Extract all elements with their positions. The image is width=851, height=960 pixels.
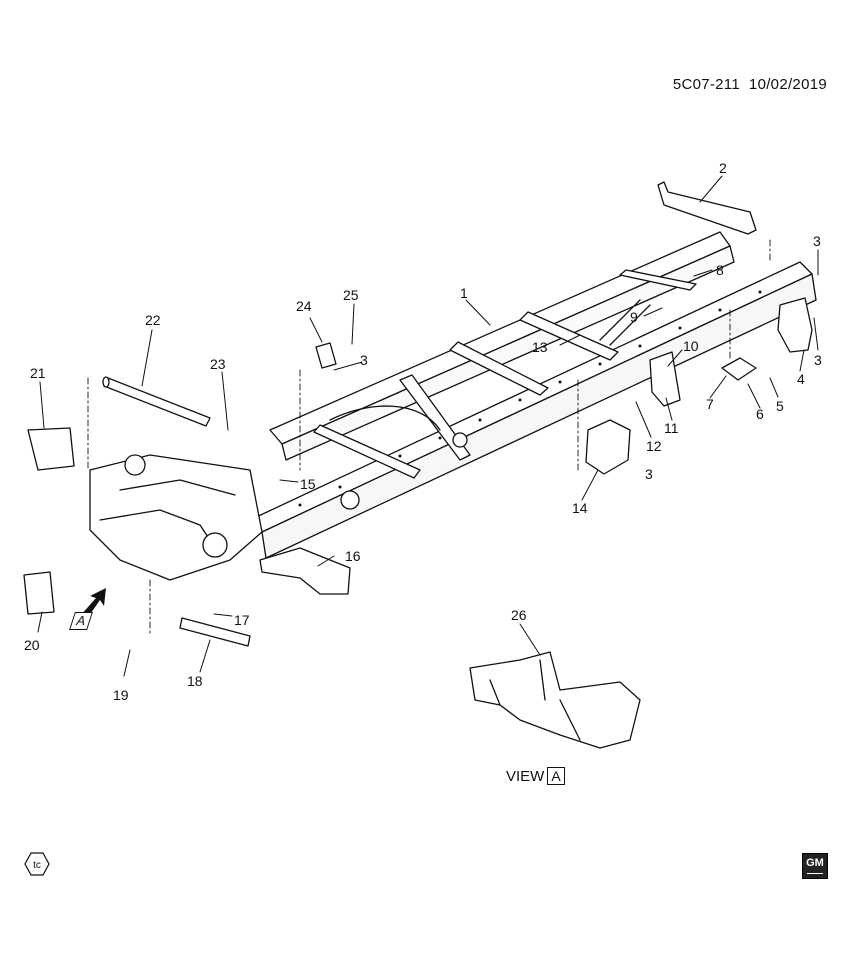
callout-2: 2 (719, 160, 727, 176)
document-id: 5C07-211 10/02/2019 (673, 76, 827, 93)
callout-3: 3 (813, 233, 821, 249)
callout-16: 16 (345, 548, 361, 564)
leader-lines (37, 175, 819, 677)
view-caption-ref: A (547, 767, 565, 785)
part-22-tube (103, 377, 211, 427)
callout-5: 5 (776, 398, 784, 414)
callout-7: 7 (706, 396, 714, 412)
callout-3: 3 (814, 352, 822, 368)
part-14-bracket (585, 419, 631, 475)
document-date: 10/02/2019 (748, 76, 827, 93)
callout-6: 6 (756, 406, 764, 422)
part-18-bracket (179, 617, 251, 647)
callout-17: 17 (234, 612, 250, 628)
callout-12: 12 (646, 438, 662, 454)
part-20-plate (23, 571, 55, 615)
gm-logo-icon: GM (802, 853, 828, 879)
part-26-view-a-assembly (469, 651, 641, 749)
callout-4: 4 (797, 371, 805, 387)
callout-13: 13 (532, 339, 548, 355)
part-21-mount (27, 427, 75, 471)
callout-11: 11 (664, 420, 679, 436)
part-2-bracket (657, 181, 757, 235)
view-a-caption: VIEW A (506, 767, 565, 785)
callout-3: 3 (645, 466, 653, 482)
callout-10: 10 (683, 338, 699, 354)
callout-8: 8 (716, 262, 724, 278)
callout-14: 14 (572, 500, 588, 516)
view-caption-text: VIEW (506, 767, 545, 785)
callout-26: 26 (511, 607, 527, 623)
tc-badge-text: tc (33, 860, 41, 871)
phantom-lines (87, 239, 771, 636)
part-4-mount (777, 297, 813, 353)
callout-15: 15 (300, 476, 316, 492)
callout-19: 19 (113, 687, 129, 703)
part-11-bracket (649, 351, 681, 407)
part-7-bracket (721, 357, 757, 381)
tc-badge-icon: tc (24, 852, 50, 876)
callout-numbers: 1 2 3 3 3 3 4 5 6 7 8 9 10 11 12 13 14 1… (24, 160, 822, 703)
callout-21: 21 (30, 365, 46, 381)
callout-20: 20 (24, 637, 40, 653)
callout-25: 25 (343, 287, 359, 303)
callout-24: 24 (296, 298, 312, 314)
gm-logo-text: GM (806, 857, 824, 869)
callout-23: 23 (210, 356, 226, 372)
callout-3: 3 (360, 352, 368, 368)
part-24-bracket (315, 342, 337, 369)
callout-22: 22 (145, 312, 161, 328)
frame-rail-assembly (89, 231, 817, 581)
callout-9: 9 (630, 309, 638, 325)
document-code: 5C07-211 (672, 76, 740, 93)
callout-1: 1 (460, 285, 468, 301)
callout-18: 18 (187, 673, 203, 689)
